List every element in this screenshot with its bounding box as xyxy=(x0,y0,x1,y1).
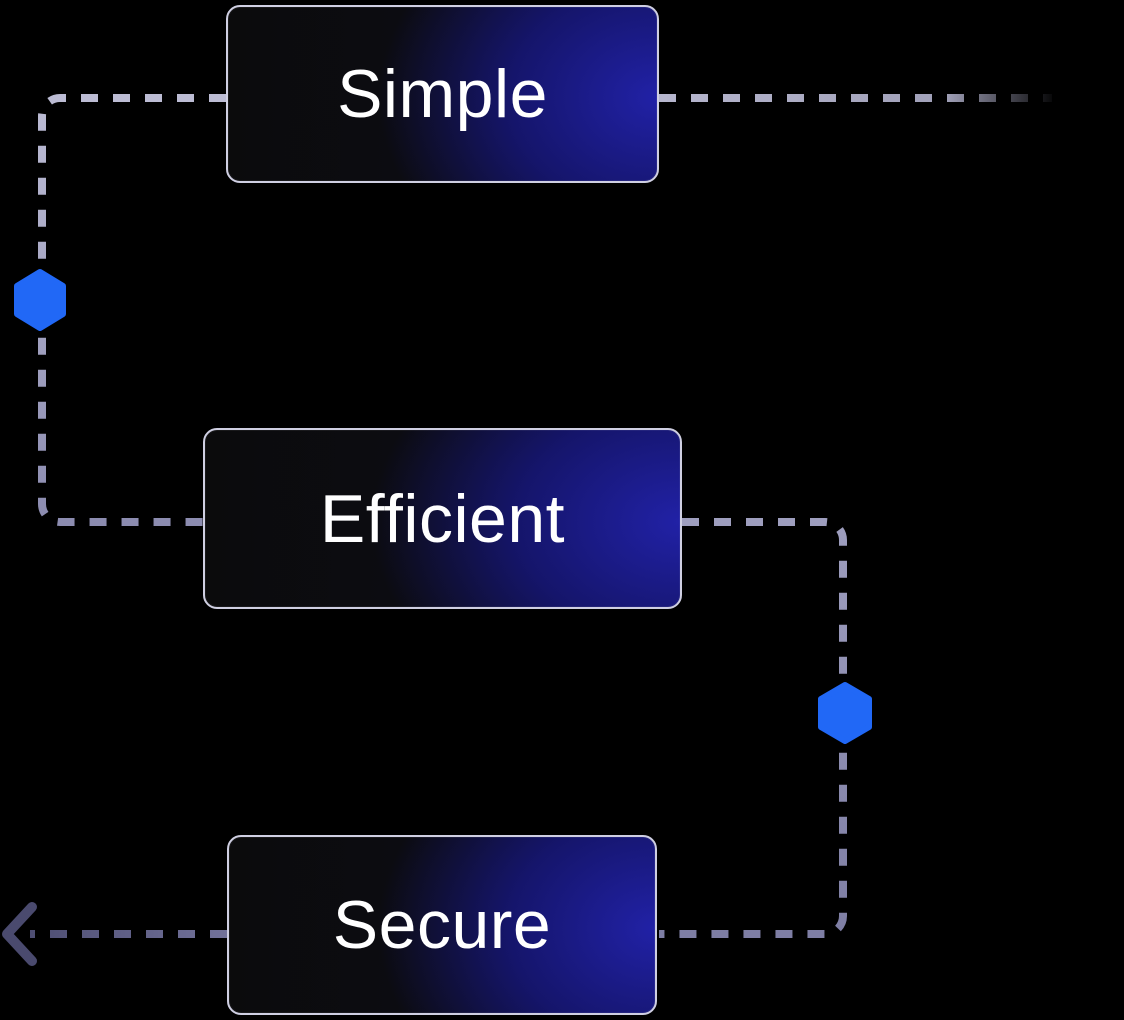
node-secure-label: Secure xyxy=(332,887,552,963)
hexagon-marker-1 xyxy=(14,269,66,331)
node-secure: Secure xyxy=(227,835,657,1015)
node-efficient-label: Efficient xyxy=(319,480,566,557)
node-simple-label: Simple xyxy=(337,56,548,132)
hexagon-marker-2 xyxy=(818,682,872,744)
node-simple: Simple xyxy=(226,5,659,183)
node-efficient: Efficient xyxy=(203,428,682,609)
arrow-left-icon xyxy=(2,902,37,966)
connector-efficient-to-secure xyxy=(659,518,847,938)
connector-simple-to-efficient xyxy=(38,94,226,526)
